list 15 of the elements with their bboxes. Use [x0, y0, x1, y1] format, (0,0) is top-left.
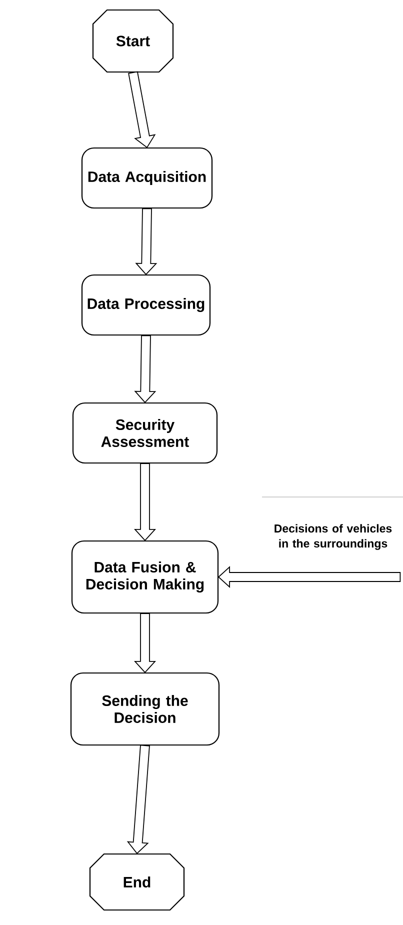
block-arrow	[134, 463, 156, 542]
process-box: Sending the Decision	[70, 672, 220, 746]
process-box: Data Acquisition	[81, 147, 213, 209]
block-arrow	[218, 566, 401, 588]
block-arrow	[128, 71, 156, 148]
terminal-box: End	[89, 853, 185, 911]
process-box: Security Assessment	[72, 402, 218, 464]
process-box: Data Processing	[81, 274, 211, 336]
input-text: Decisions of vehicles in the surroundings	[274, 524, 392, 550]
block-arrow	[135, 208, 158, 276]
block-arrow	[126, 744, 150, 854]
block-arrow	[134, 613, 156, 674]
block-arrow	[134, 335, 156, 404]
process-box: Data Fusion & Decision Making	[71, 540, 219, 614]
terminal-box: Start	[92, 9, 174, 73]
